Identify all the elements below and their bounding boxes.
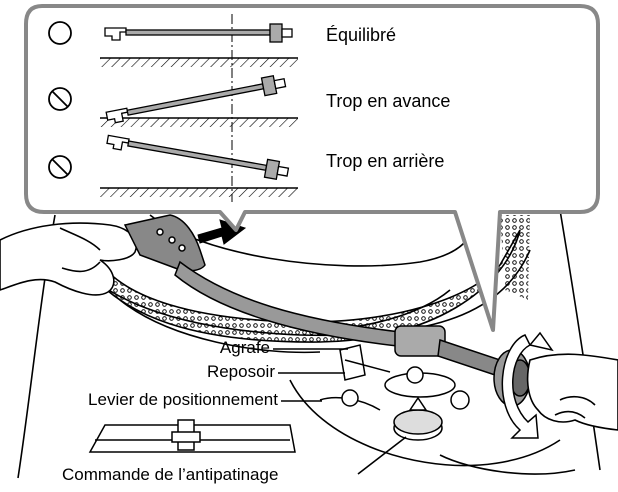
row-too-forward [48,74,298,127]
hatch-ground [100,118,298,127]
platter-inner-edge [119,299,321,354]
left-hand-illustration [0,222,137,296]
right-hand-illustration [526,353,618,431]
label-positioning-lever: Levier de positionnement [88,390,278,409]
headshell-shape [104,27,127,41]
rotation-arrow [501,331,554,439]
row-too-back [48,134,298,197]
hatch-ground [100,188,298,197]
hatch-ground [100,58,298,67]
label-antiskate-control: Commande de l’antipatinage [62,465,279,484]
headshell [123,214,206,272]
label-balanced: Équilibré [326,25,397,45]
counterweight-shape [269,23,283,43]
balance-panel [24,4,600,332]
circle-ok-icon [48,21,72,45]
antiskate-leader [357,436,407,475]
row-balanced [48,21,298,67]
label-clip: Agrafe [219,338,270,357]
leader-lines [273,348,407,475]
label-too-back: Trop en arrière [326,151,445,171]
panel-bubble [24,4,600,332]
label-rest: Reposoir [206,362,275,381]
label-too-forward: Trop en avance [326,91,451,111]
cueing-lever-inset [88,419,296,453]
